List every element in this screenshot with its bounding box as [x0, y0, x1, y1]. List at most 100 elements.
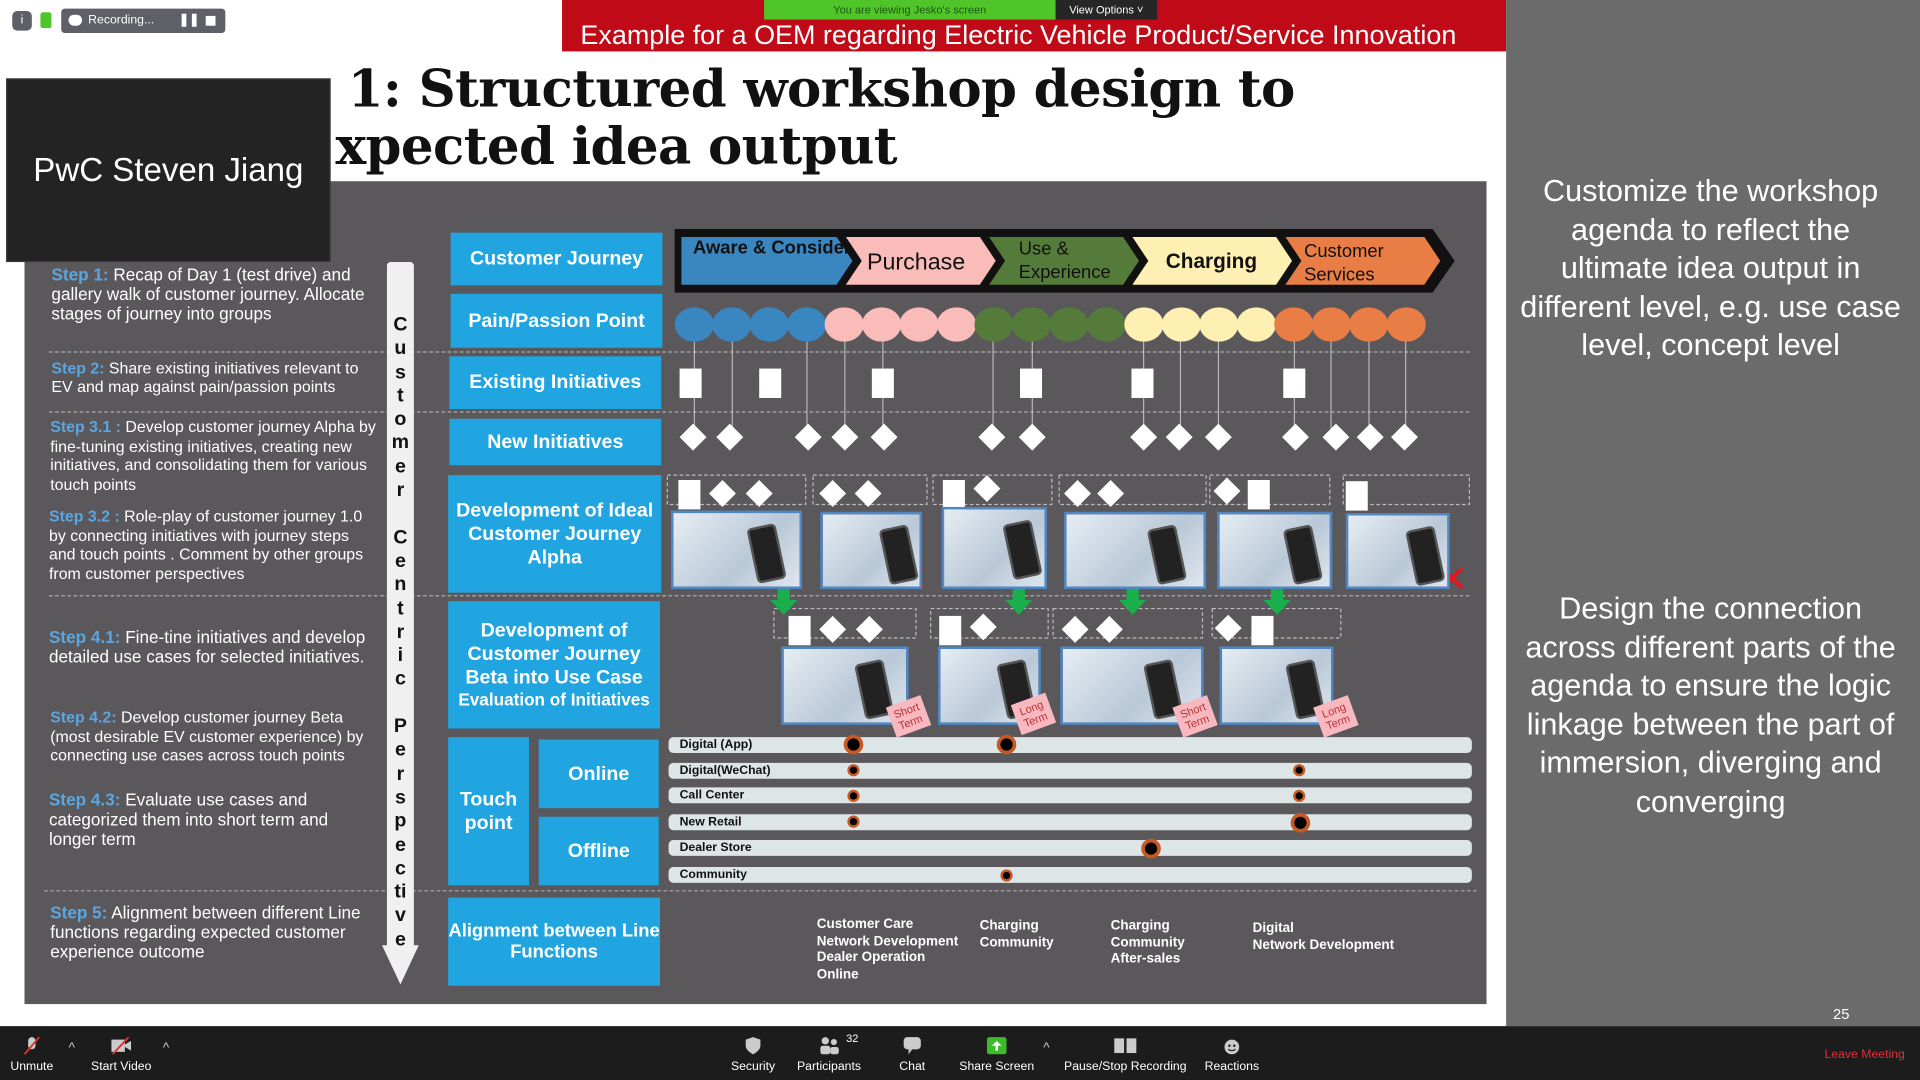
side-note-1: Customize the workshop agenda to reflect…	[1520, 173, 1901, 363]
unmute-label: Unmute	[10, 1060, 54, 1074]
initiative-group-box	[812, 474, 928, 506]
leave-meeting-button[interactable]: Leave Meeting	[1824, 1048, 1905, 1062]
initiative-diamond	[1061, 615, 1089, 643]
share-screen-button[interactable]: Share Screen	[958, 1026, 1036, 1080]
reactions-label: Reactions	[1204, 1060, 1260, 1074]
initiative-group-box	[1342, 474, 1471, 506]
initiative-diamond	[745, 480, 773, 507]
cloud-record-icon	[68, 14, 83, 26]
alignment-column: Charging Community After-sales	[1110, 918, 1185, 967]
divider	[48, 411, 1470, 413]
journey-chevrons	[674, 228, 1455, 293]
pause-recording-icon[interactable]: ❚❚	[178, 13, 200, 27]
initiative-diamond	[973, 475, 1001, 503]
pain-passion-point	[1011, 307, 1052, 342]
slide-title-line1: 1: Structured workshop design to	[347, 58, 1296, 119]
use-case-image	[941, 506, 1047, 589]
use-case-image	[1345, 513, 1450, 589]
touchpoint-dealer-store: Dealer Store	[668, 840, 1472, 856]
customer-centric-arrow	[386, 262, 414, 948]
initiative-group-box	[930, 607, 1049, 639]
recording-indicator: Recording... ❚❚	[61, 8, 226, 34]
alignment-column: Customer Care Network Development Dealer…	[816, 917, 959, 982]
pain-passion-point	[1349, 307, 1389, 342]
view-options-button[interactable]: View Options ˅	[1055, 0, 1158, 20]
arrow-head	[382, 945, 419, 985]
pain-passion-point	[1199, 307, 1239, 342]
start-video-label: Start Video	[91, 1060, 152, 1074]
touchpoint-marker	[1293, 789, 1306, 803]
share-options-caret[interactable]: ^	[1043, 1040, 1050, 1056]
initiative-diamond	[854, 480, 882, 507]
pause-stop-label: Pause/Stop Recording	[1064, 1060, 1187, 1074]
touchpoint-new-retail: New Retail	[668, 814, 1472, 831]
security-label: Security	[730, 1060, 776, 1074]
reactions-button[interactable]: Reactions	[1202, 1026, 1261, 1080]
row-offline: Offline	[538, 816, 659, 886]
new-initiative	[1322, 423, 1350, 451]
touchpoint-marker	[996, 734, 1017, 755]
use-case-image	[1064, 511, 1207, 589]
initiative-group-box	[773, 607, 917, 639]
row-beta-sublabel: Evaluation of Initiatives	[458, 689, 650, 709]
use-case-image	[820, 511, 923, 589]
pain-passion-point	[712, 307, 752, 342]
lock-icon	[40, 12, 52, 29]
pain-passion-point	[749, 307, 789, 342]
touchpoint-marker	[1000, 869, 1013, 882]
stage-customer-services: Customer Services	[1304, 241, 1384, 286]
initiative-diamond	[708, 480, 736, 507]
participant-video-tile[interactable]: PwC Steven Jiang	[6, 78, 331, 263]
initiative-diamond	[819, 480, 847, 507]
new-initiative	[1356, 423, 1384, 451]
stage-use-experience: Use & Experience	[1018, 238, 1111, 283]
pain-passion-point	[899, 307, 939, 342]
row-new-initiatives: New Initiatives	[449, 418, 662, 466]
security-button[interactable]: Security	[725, 1026, 781, 1080]
journey-stage-chevron	[1125, 233, 1297, 289]
row-customer-journey: Customer Journey	[450, 232, 663, 286]
microphone-muted-icon	[23, 1036, 40, 1055]
share-screen-label: Share Screen	[959, 1060, 1035, 1074]
new-initiative	[716, 423, 744, 451]
video-options-caret[interactable]: ^	[162, 1040, 170, 1056]
down-arrow-icon	[1005, 585, 1033, 615]
existing-initiative	[679, 368, 702, 398]
initiative-group-box	[666, 474, 807, 506]
participant-count: 32	[846, 1032, 859, 1045]
pause-stop-recording-button[interactable]: Pause/Stop Recording	[1060, 1026, 1190, 1080]
smiley-icon	[1224, 1039, 1240, 1055]
initiative-diamond	[819, 615, 847, 643]
initiative-diamond	[1095, 615, 1123, 643]
initiative-square	[788, 615, 811, 646]
participants-label: Participants	[796, 1060, 861, 1074]
pain-passion-point	[1161, 307, 1201, 342]
new-initiative	[679, 423, 707, 451]
start-video-button[interactable]: Start Video	[86, 1026, 157, 1080]
initiative-square	[939, 615, 962, 646]
stop-recording-icon[interactable]	[205, 15, 216, 26]
new-initiative	[1391, 423, 1418, 451]
down-arrow-icon	[1263, 585, 1291, 615]
new-initiative	[870, 423, 898, 451]
stage-aware-consider: Aware & Consider	[693, 237, 851, 259]
stage-purchase: Purchase	[866, 249, 966, 276]
existing-initiative	[1131, 368, 1154, 398]
phone-illustration	[1283, 524, 1324, 586]
new-initiative	[1165, 423, 1193, 451]
use-case-image	[1060, 646, 1204, 725]
pain-passion-point	[787, 307, 827, 342]
new-initiative	[831, 423, 859, 451]
step-5: Step 5: Alignment between different Line…	[50, 902, 361, 962]
touchpoint-community: Community	[668, 866, 1472, 883]
new-initiative	[1282, 423, 1309, 451]
chat-button[interactable]: Chat	[889, 1026, 936, 1080]
row-pain-passion: Pain/Passion Point	[450, 293, 663, 348]
phone-illustration	[1405, 525, 1446, 587]
info-icon[interactable]: i	[12, 11, 32, 31]
audio-options-caret[interactable]: ^	[68, 1040, 75, 1056]
unmute-button[interactable]: Unmute	[5, 1026, 59, 1080]
existing-initiative	[1283, 368, 1306, 398]
